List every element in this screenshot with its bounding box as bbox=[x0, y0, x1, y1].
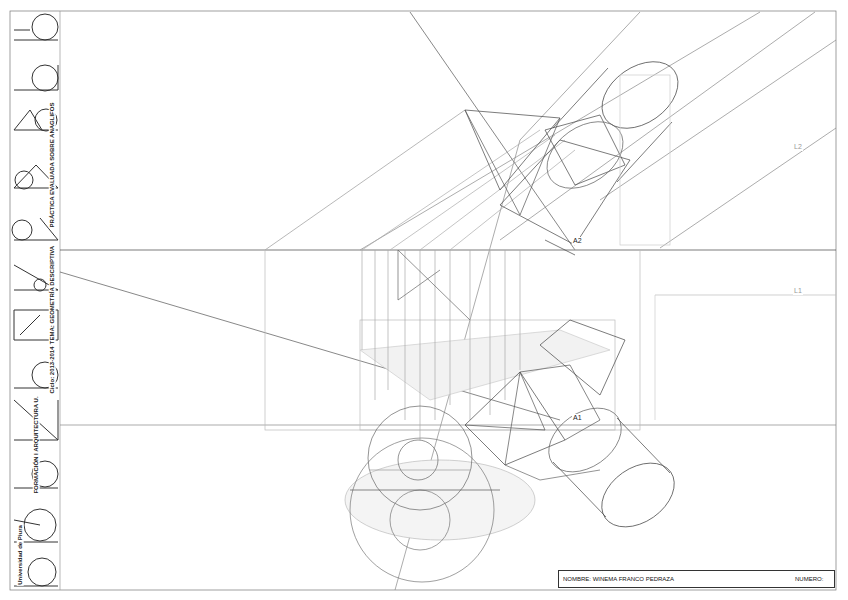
name-field: NOMBRE: WINEMA FRANCO PEDRAZA bbox=[563, 576, 674, 582]
point-label: L2 bbox=[793, 143, 803, 151]
title-block: NOMBRE: WINEMA FRANCO PEDRAZA NUMERO: bbox=[558, 570, 835, 588]
point-label: L1 bbox=[793, 287, 803, 295]
sheet-note: PRÁCTICA EVALUADA SOBRE ANAGLIFOS bbox=[49, 102, 56, 229]
sheet-note: Ciclo: 2013-2014 bbox=[49, 345, 56, 394]
point-label: A1 bbox=[572, 414, 583, 422]
sheet-note: Universidad de Piura bbox=[17, 524, 24, 586]
sheet-note: TEMA: GEOMETRÍA DESCRIPTIVA bbox=[49, 245, 56, 345]
sheet-note: FORMACIÓN I ARQUITECTURA U. bbox=[33, 395, 40, 494]
number-field: NUMERO: bbox=[795, 576, 823, 582]
point-label: A2 bbox=[572, 237, 583, 245]
